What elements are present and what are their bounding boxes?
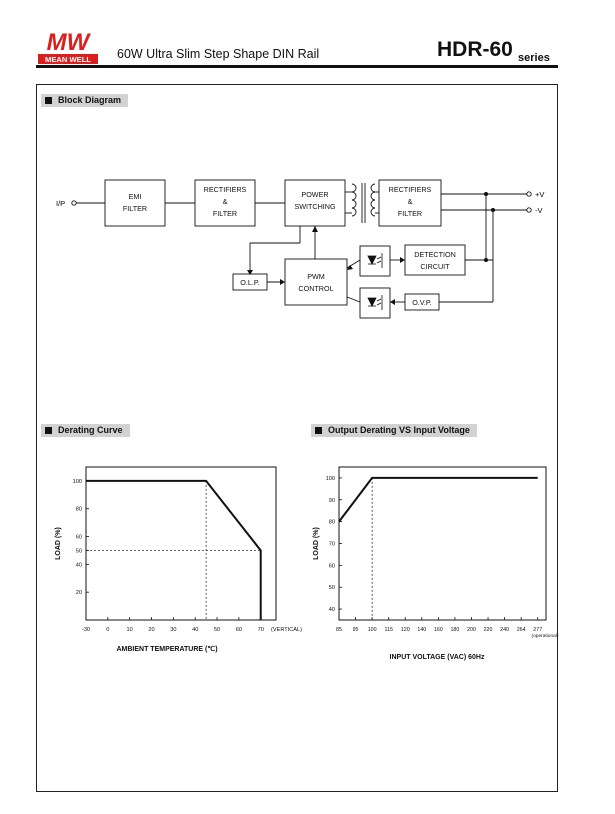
x-tick-label: -30	[82, 627, 90, 633]
x-tick-label: 160	[434, 627, 443, 633]
output-positive-label: +V	[535, 190, 544, 199]
y-tick-label: 40	[329, 607, 335, 613]
square-bullet-icon	[315, 427, 322, 434]
rect1-label-line3: FILTER	[213, 209, 237, 218]
power-label-line1: POWER	[301, 190, 328, 199]
x-axis-label: AMBIENT TEMPERATURE (℃)	[116, 645, 217, 653]
x-tick-label: 50	[214, 627, 220, 633]
x-tick-label: 40	[192, 627, 198, 633]
rect1-label-line1: RECTIFIERS	[204, 185, 247, 194]
x-tick-label: 200	[467, 627, 476, 633]
section-title: Derating Curve	[58, 425, 123, 435]
section-title: Output Derating VS Input Voltage	[328, 425, 470, 435]
section-header-derating-curve: Derating Curve	[41, 424, 130, 437]
y-axis-label: LOAD (%)	[313, 527, 320, 560]
x-tick-label: 30	[170, 627, 176, 633]
rect2-label-line2: &	[408, 197, 413, 206]
model-number: HDR-60	[437, 38, 513, 61]
x-tick-label: 115	[384, 627, 392, 633]
input-label: I/P	[56, 199, 65, 208]
plot-frame	[338, 466, 547, 621]
y-tick-label: 50	[76, 548, 82, 554]
power-label-line2: SWITCHING	[294, 202, 336, 211]
y-tick-label: 50	[329, 585, 335, 591]
x-axis-label: INPUT VOLTAGE (VAC) 60Hz	[390, 654, 485, 661]
x-tick-suffix: (VERTICAL)	[271, 627, 302, 633]
x-tick-label: 120	[401, 627, 410, 633]
y-tick-label: 40	[76, 562, 82, 568]
x-tick-label: 85	[336, 627, 342, 633]
section-header-block-diagram: Block Diagram	[41, 94, 129, 107]
y-tick-label: 20	[76, 590, 82, 596]
brand-name-text: MEAN WELL	[45, 55, 91, 64]
y-tick-label: 80	[76, 507, 82, 513]
series-label: series	[518, 52, 550, 64]
x-tick-label: 220	[484, 627, 493, 633]
ovp-label: O.V.P.	[412, 298, 432, 307]
product-title: 60W Ultra Slim Step Shape DIN Rail	[117, 47, 320, 61]
rect2-label-line3: FILTER	[398, 209, 422, 218]
mean-well-logo: MW MEAN WELL	[38, 29, 98, 64]
detection-label-line2: CIRCUIT	[420, 262, 450, 271]
square-bullet-icon	[45, 427, 52, 434]
x-tick-label: 0	[106, 627, 109, 633]
x-tick-label: 70	[258, 627, 264, 633]
section-title: Block Diagram	[58, 95, 122, 105]
brand-mark-text: MW	[47, 30, 92, 56]
plot-frame	[85, 466, 277, 621]
x-tick-label: 140	[417, 627, 426, 633]
olp-label: O.L.P.	[240, 278, 259, 287]
x-tick-label: 264	[517, 627, 526, 633]
y-tick-label: 60	[76, 535, 82, 541]
rect2-label-line1: RECTIFIERS	[389, 185, 432, 194]
emi-label-line2: FILTER	[123, 204, 147, 213]
y-tick-label: 100	[73, 479, 82, 485]
x-tick-note: (operational)	[532, 633, 559, 639]
load-curve	[86, 479, 262, 620]
content-frame	[36, 84, 558, 792]
block-diagram: I/P EMI FILTER RECTIFIERS & FILTER POWER…	[56, 179, 544, 319]
x-tick-label: 180	[450, 627, 459, 633]
pwm-label-line2: CONTROL	[298, 284, 333, 293]
x-tick-label: 240	[500, 627, 509, 633]
x-tick-label: 10	[127, 627, 133, 633]
pwm-label-line1: PWM	[307, 272, 325, 281]
rectifier-filter-block-secondary	[378, 179, 442, 227]
section-header-output-derating: Output Derating VS Input Voltage	[311, 424, 477, 437]
x-tick-label: 60	[236, 627, 242, 633]
optocoupler-feedback	[359, 245, 391, 277]
y-tick-label: 60	[329, 563, 335, 569]
y-tick-label: 100	[326, 476, 335, 482]
y-tick-label: 80	[329, 520, 335, 526]
square-bullet-icon	[45, 97, 52, 104]
detection-label-line1: DETECTION	[414, 250, 456, 259]
x-tick-label: 20	[148, 627, 154, 633]
rect1-label-line2: &	[223, 197, 228, 206]
optocoupler-ovp	[359, 287, 391, 319]
x-tick-label: 95	[353, 627, 359, 633]
x-tick-label: 277	[533, 627, 542, 633]
x-tick-label: 100	[368, 627, 377, 633]
header-rule	[36, 65, 558, 68]
y-axis-label: LOAD (%)	[55, 527, 62, 560]
emi-label-line1: EMI	[129, 192, 142, 201]
y-tick-label: 70	[329, 542, 335, 548]
output-negative-label: -V	[535, 206, 543, 215]
y-tick-label: 90	[329, 498, 335, 504]
load-curve	[338, 476, 538, 523]
